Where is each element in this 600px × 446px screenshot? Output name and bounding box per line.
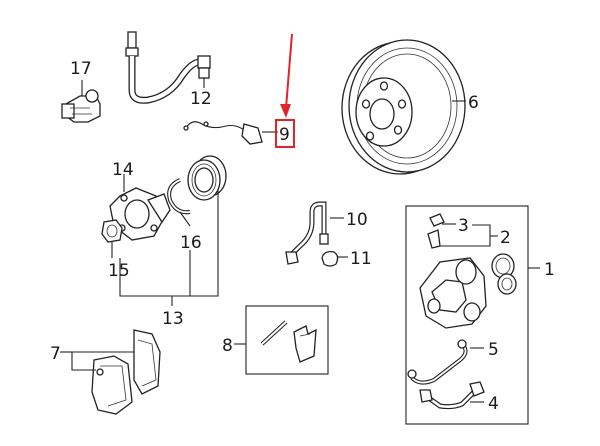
callout-9: 9 [279,125,290,145]
callout-17: 17 [70,59,92,79]
highlight-arrow [280,33,293,118]
part-15-hub-nut[interactable] [101,219,123,243]
callout-11: 11 [350,249,372,269]
piston-seals[interactable] [491,253,517,295]
callout-14: 14 [112,160,134,180]
callout-1: 1 [544,260,555,280]
callout-12: 12 [190,89,212,109]
part-5-spring-clip[interactable] [407,339,468,385]
part-12-brake-hose[interactable] [125,31,211,104]
wheel-bearing[interactable] [187,155,227,201]
callout-16: 16 [180,233,202,253]
part-3-bleeder-screw[interactable] [427,213,445,249]
bracket-13 [119,190,219,297]
callout-2: 2 [500,228,511,248]
bracket-7 [71,351,134,371]
part-10-brake-line[interactable] [285,201,329,265]
callout-6: 6 [468,93,479,113]
callout-15: 15 [108,261,130,281]
part-6-brake-rotor[interactable] [341,39,466,175]
part-9-sensor-wire[interactable] [183,121,263,145]
callout-13: 13 [162,309,184,329]
part-8-hardware-kit[interactable] [260,320,317,363]
caliper-group-box [405,205,529,425]
callout-4: 4 [488,394,499,414]
leader-16 [179,211,191,227]
part-11-clip[interactable] [321,250,339,267]
part-4-brake-line-fitting[interactable] [419,381,485,410]
caliper-body[interactable] [419,257,487,329]
part-7-brake-pads[interactable] [91,329,161,415]
highlight-box-9 [275,119,295,148]
callout-8: 8 [222,336,233,356]
part-17-speed-sensor[interactable] [61,89,101,123]
callout-7: 7 [50,344,61,364]
part-14-wheel-hub[interactable] [109,187,171,241]
hardware-kit-box [245,305,329,375]
callout-10: 10 [346,210,368,230]
callout-3: 3 [458,216,469,236]
part-16-snap-ring[interactable] [167,178,191,215]
callout-5: 5 [488,340,499,360]
